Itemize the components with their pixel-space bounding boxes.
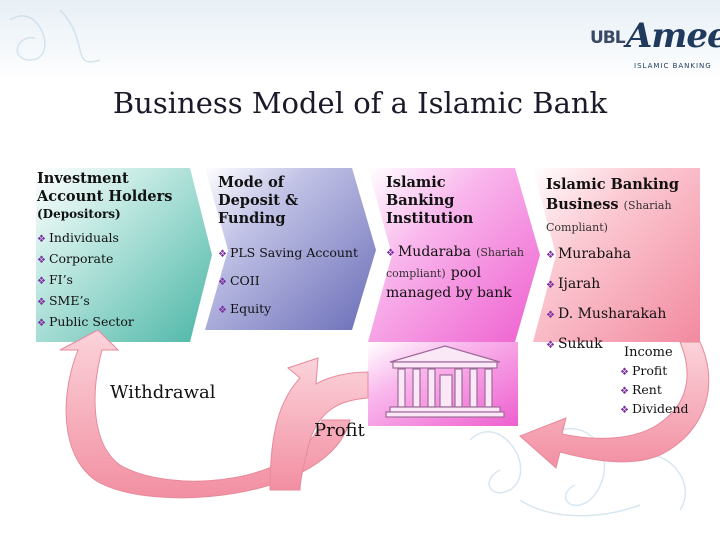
box3-title: Islamic Banking Institution <box>386 174 474 227</box>
box4-title-block: Islamic Banking Business (Shariah Compli… <box>546 174 696 238</box>
box4-title-note: (Shariah Compliant) <box>546 199 672 234</box>
bullet-icon: ❖ <box>546 310 555 321</box>
box1-subtitle: (Depositors) <box>37 207 121 221</box>
box2-title: Mode of Deposit & Funding <box>218 174 299 227</box>
bullet-icon: ❖ <box>37 297 46 308</box>
box1-title: Investment Account Holders <box>37 170 173 205</box>
bullet-icon: ❖ <box>37 318 46 329</box>
bullet-icon: ❖ <box>386 248 395 259</box>
mudaraba-label: Mudaraba <box>397 244 471 260</box>
bullet-icon: ❖ <box>218 277 227 288</box>
withdrawal-label: Withdrawal <box>110 382 216 403</box>
box4-list-item: ❖D. Musharakah <box>546 306 667 322</box>
bullet-icon: ❖ <box>546 280 555 291</box>
logo-tagline: ISLAMIC BANKING <box>634 62 712 70</box>
pool-label: pool <box>450 265 482 281</box>
top-banner <box>0 0 720 78</box>
bullet-icon: ❖ <box>37 255 46 266</box>
box1-list-item: ❖Public Sector <box>37 314 134 329</box>
bullet-icon: ❖ <box>37 234 46 245</box>
income-list-item: ❖Rent <box>620 382 662 397</box>
box1-list-item: ❖FI’s <box>37 272 73 287</box>
bullet-icon: ❖ <box>620 386 629 397</box>
box1-list-item: ❖Individuals <box>37 230 119 245</box>
bullet-icon: ❖ <box>546 340 555 351</box>
box-islamic-banking-institution-shape <box>368 168 540 342</box>
bullet-icon: ❖ <box>620 405 629 416</box>
profit-arrow <box>269 357 369 491</box>
box4-list-item: ❖Murabaha <box>546 246 632 262</box>
logo-ubl-text: UBL <box>590 28 626 48</box>
box-mode-of-deposit-shape <box>205 168 376 330</box>
shariah-note: (Shariah compliant) <box>386 246 524 280</box>
bullet-icon: ❖ <box>218 249 227 260</box>
box1-list: ❖Individuals ❖Corporate ❖FI’s ❖SME’s ❖Pu… <box>37 228 134 333</box>
box2-list-item: ❖COII <box>218 273 260 288</box>
box4-title: Islamic Banking Business <box>546 176 680 213</box>
income-title: Income <box>624 345 673 360</box>
income-list: ❖Profit ❖Rent ❖Dividend <box>620 362 689 419</box>
box4-list: ❖Murabaha ❖Ijarah ❖D. Musharakah ❖Sukuk <box>546 240 666 360</box>
bullet-icon: ❖ <box>546 250 555 261</box>
bank-building-icon <box>385 345 505 418</box>
box1-list-item: ❖SME’s <box>37 293 90 308</box>
bullet-icon: ❖ <box>37 276 46 287</box>
income-list-item: ❖Dividend <box>620 401 689 416</box>
withdrawal-arrow <box>59 329 351 499</box>
managed-by-bank-label: managed by bank <box>386 285 512 301</box>
box-investment-account-holders-shape <box>36 168 212 342</box>
box-islamic-banking-business-shape <box>533 168 700 342</box>
logo-ameen-text: Ameen <box>626 16 720 56</box>
box1-list-item: ❖Corporate <box>37 251 114 266</box>
page-title: Business Model of a Islamic Bank <box>112 86 608 120</box>
box4-list-item: ❖Ijarah <box>546 276 601 292</box>
box2-list-item: ❖PLS Saving Account <box>218 245 358 260</box>
bullet-icon: ❖ <box>620 367 629 378</box>
decorative-swirls <box>9 9 687 517</box>
profit-label: Profit <box>314 420 365 441</box>
box3-mudaraba-text: ❖Mudaraba (Shariah compliant) pool manag… <box>386 242 526 302</box>
ubl-ameen-logo: UBL Ameen ISLAMIC BANKING <box>588 12 720 74</box>
bullet-icon: ❖ <box>218 305 227 316</box>
income-arrow <box>519 341 710 469</box>
box2-list: ❖PLS Saving Account ❖COII ❖Equity <box>218 240 358 324</box>
income-list-item: ❖Profit <box>620 363 668 378</box>
box2-list-item: ❖Equity <box>218 301 272 316</box>
box4-list-item: ❖Sukuk <box>546 336 603 352</box>
